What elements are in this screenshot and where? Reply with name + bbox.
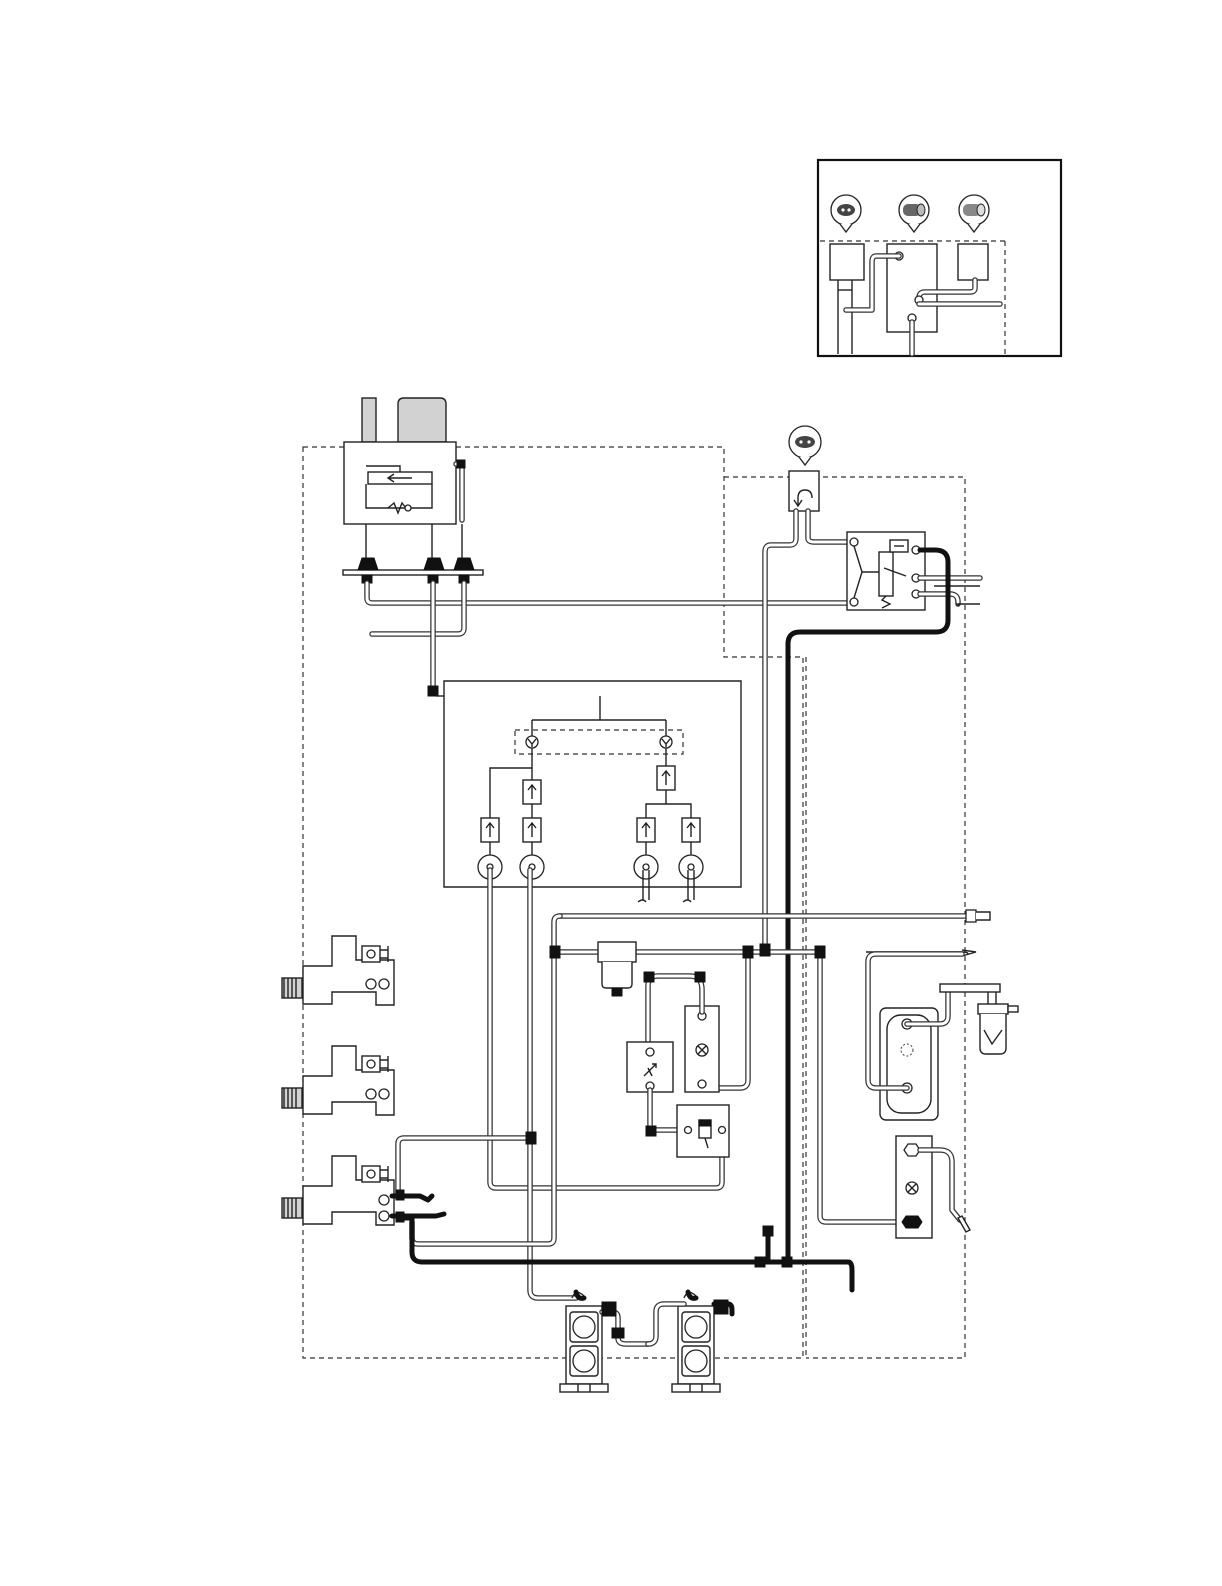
foot-pedal <box>560 1292 648 1392</box>
humidifier-bottle <box>940 984 1018 1054</box>
needle-valve <box>627 1042 682 1136</box>
tube-lines <box>367 583 852 696</box>
manifold-block <box>436 681 741 902</box>
check-valve-icon <box>478 855 703 879</box>
pilot-switch <box>765 426 852 950</box>
flowmeter-outlet <box>896 1136 970 1238</box>
inlet-block <box>282 1156 444 1225</box>
exhaust-line <box>404 1218 852 1290</box>
reservoir-tray <box>868 954 962 1120</box>
legend-box <box>818 160 1061 356</box>
filter-bowl <box>598 942 636 996</box>
inlet-block <box>282 936 394 1005</box>
regulator-assembly <box>343 398 483 583</box>
solenoid-valve <box>847 532 980 610</box>
pressure-gauge-icon <box>789 426 821 465</box>
foot-pedal <box>648 1292 732 1392</box>
pushbutton-valve <box>677 1105 729 1157</box>
shuttle-valve-icon <box>526 736 672 748</box>
solenoid-icon <box>890 540 908 552</box>
inlet-block <box>282 1046 394 1115</box>
